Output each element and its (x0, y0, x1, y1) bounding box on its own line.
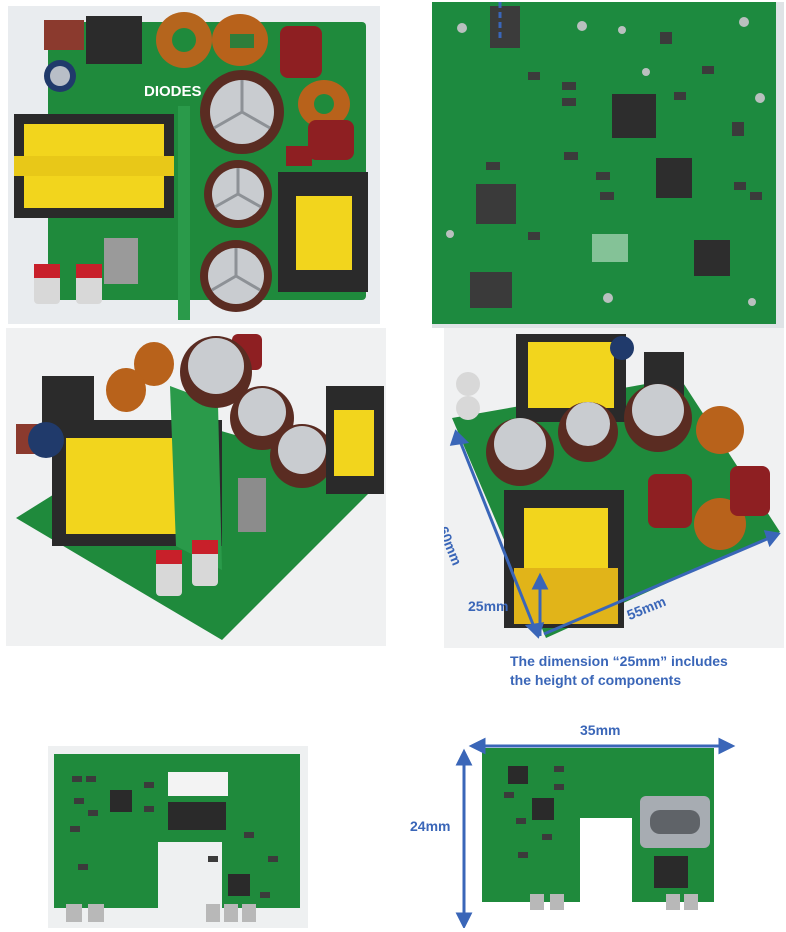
electrolytic-capacitor (558, 402, 618, 462)
electrolytic-capacitor (180, 336, 252, 408)
toroid-inductor (212, 14, 268, 66)
board-top-view: DIODES (8, 6, 380, 324)
ic-chip (228, 874, 250, 896)
board-angled-view (6, 328, 386, 646)
electrolytic-capacitor (230, 386, 294, 450)
photo-middle-right-dimensioned: 60mm 25mm 55mm (444, 328, 784, 648)
ic-chip (656, 158, 692, 198)
photo-top-left-board: DIODES (8, 6, 380, 324)
dimension-note-line-1: The dimension “25mm” includes (510, 653, 728, 669)
ic-chip (654, 856, 688, 888)
photo-bottom-left-daughter-board (48, 746, 308, 928)
dimension-24mm: 24mm (410, 818, 451, 834)
electrolytic-capacitor (270, 424, 334, 488)
brand-label: DIODES (144, 83, 202, 100)
dimension-25mm-left: 25mm (468, 598, 509, 614)
label-sticker (168, 772, 228, 796)
ic-chip (470, 272, 512, 308)
toroid-inductor (298, 80, 350, 128)
dimension-line-60 (456, 435, 538, 633)
electrolytic-capacitor (200, 240, 272, 312)
ic-chip (694, 240, 730, 276)
dimension-line-55 (543, 534, 775, 636)
ic-chip (168, 802, 226, 830)
pcb-bottom-view (432, 2, 784, 328)
ic-chip (612, 94, 656, 138)
dimension-note: The dimension “25mm” includes the height… (510, 652, 780, 690)
board-dimension-view (444, 328, 784, 648)
electrolytic-capacitor (200, 70, 284, 154)
ic-chip (110, 790, 132, 812)
electrolytic-capacitor (204, 160, 272, 228)
dimension-note-line-2: the height of components (510, 672, 682, 688)
photo-middle-left-angled (6, 328, 386, 646)
transformer (278, 172, 368, 292)
transformer (504, 490, 624, 628)
electrolytic-capacitor (486, 418, 554, 486)
transformer (326, 386, 384, 494)
ic-chip (476, 184, 516, 224)
toroid-inductor (156, 12, 212, 68)
photo-bottom-right-daughter-board: 35mm (404, 722, 744, 928)
photo-top-right-pcb-bottom (432, 2, 784, 328)
dimension-35mm: 35mm (580, 722, 621, 738)
transformer (14, 114, 174, 218)
electrolytic-capacitor (624, 384, 692, 452)
daughter-board-back (404, 722, 744, 928)
daughter-board-front (48, 746, 308, 928)
